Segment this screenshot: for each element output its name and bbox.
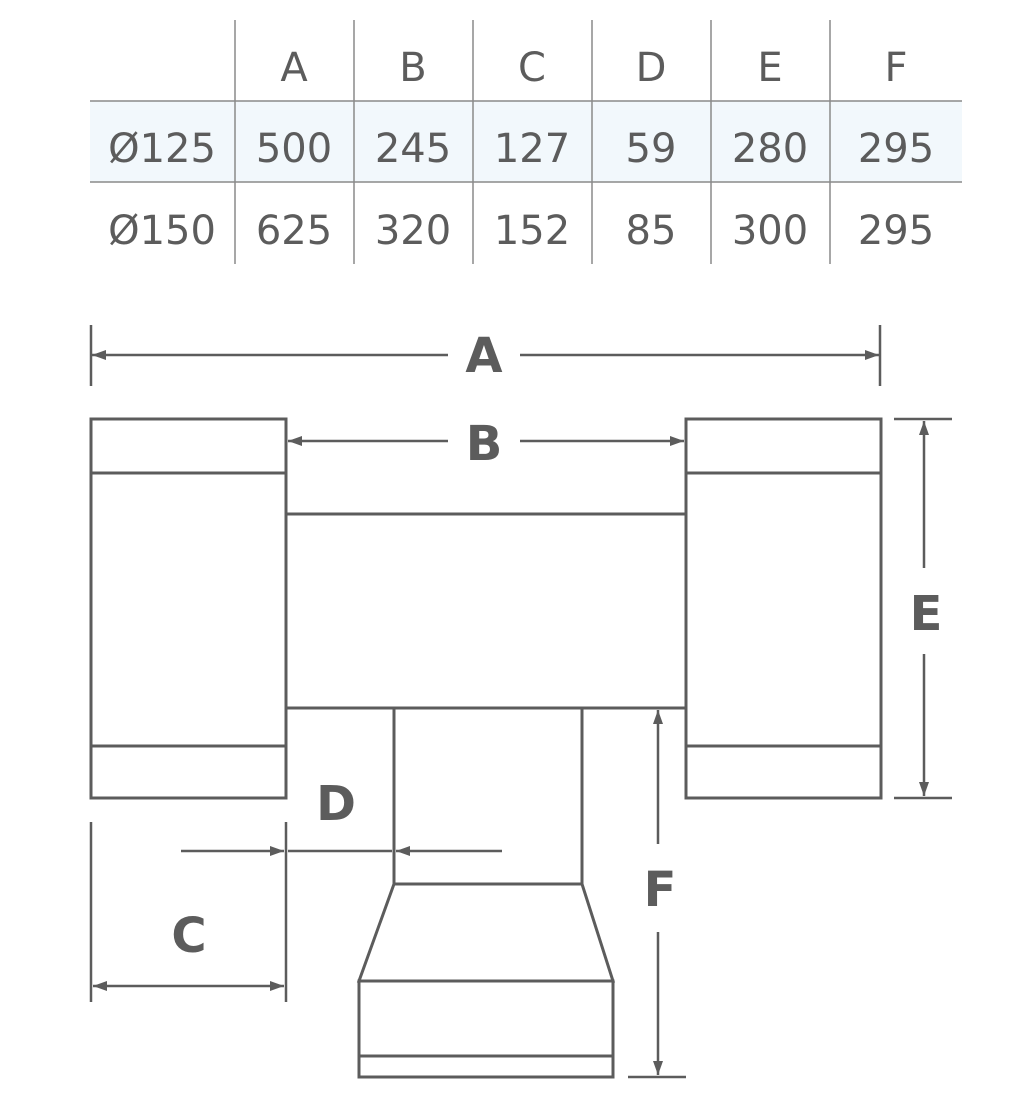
bottom-collar (357, 979, 615, 1079)
table-header-cell: F (884, 45, 907, 91)
table-cell: 500 (256, 126, 332, 172)
arrowhead (653, 710, 663, 724)
table-header-cell: D (636, 45, 667, 91)
table-cell: 295 (858, 126, 934, 172)
table-cell: 625 (256, 208, 332, 254)
arrowhead (670, 436, 684, 446)
dimension-b: B (288, 416, 684, 472)
arrowhead (653, 1061, 663, 1075)
arrowhead (93, 981, 107, 991)
table-cell: 127 (494, 126, 570, 172)
table-cell: 245 (375, 126, 451, 172)
arrowhead (288, 436, 302, 446)
table-header-cell: C (518, 45, 546, 91)
dimension-table: A B C D E F Ø125 500 245 127 59 280 295 … (90, 20, 962, 264)
table-cell: 85 (626, 208, 677, 254)
table-cell: 295 (858, 208, 934, 254)
dimension-e: E (894, 417, 952, 800)
dimension-label-f: F (644, 862, 677, 918)
dimension-c: C (89, 822, 284, 1002)
reducer-cone (356, 883, 616, 983)
dimension-label-c: C (171, 908, 206, 964)
dimension-label-b: B (466, 416, 503, 472)
table-header-cell: A (280, 45, 308, 91)
branch-pipe (392, 708, 584, 886)
right-cylinder (684, 417, 883, 800)
dimension-f: F (628, 706, 686, 1079)
center-body (284, 512, 688, 710)
table-cell: 59 (626, 126, 677, 172)
table-header-cell: B (399, 45, 426, 91)
table-cell: 152 (494, 208, 570, 254)
arrowhead (92, 350, 106, 360)
dimension-d: D (181, 776, 502, 1002)
dimension-a: A (89, 325, 882, 386)
arrowhead (270, 981, 284, 991)
dimension-label-a: A (465, 328, 502, 384)
arrowhead (270, 846, 284, 856)
table-cell: 280 (732, 126, 808, 172)
left-cylinder (89, 417, 288, 800)
table-row-label: Ø125 (108, 126, 216, 172)
arrowhead (865, 350, 879, 360)
table-cell: 300 (732, 208, 808, 254)
dimension-label-d: D (316, 776, 356, 832)
dimension-label-e: E (910, 586, 943, 642)
tee-fitting-outline (89, 417, 883, 1079)
table-cell: 320 (375, 208, 451, 254)
arrowhead (396, 846, 410, 856)
table-header-cell: E (757, 45, 782, 91)
arrowhead (919, 782, 929, 796)
arrowhead (919, 421, 929, 435)
table-row-label: Ø150 (108, 208, 216, 254)
